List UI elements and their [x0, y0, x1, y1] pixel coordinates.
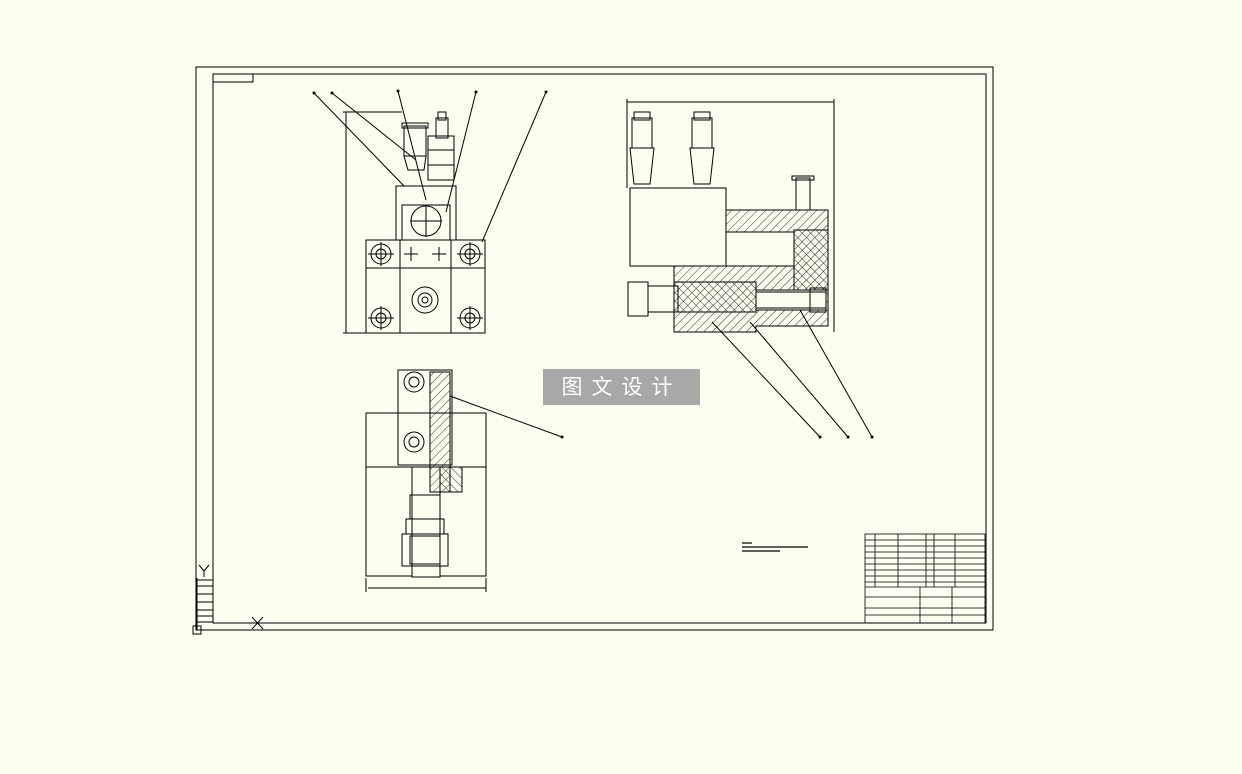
- sheet-inner-border: [212, 73, 987, 624]
- title-block: [864, 533, 986, 624]
- watermark-background: [543, 369, 700, 405]
- side-view: [365, 369, 564, 592]
- technical-notes: [742, 542, 808, 552]
- sheet-tag-box: [212, 73, 254, 83]
- sheet-outer-border: [195, 66, 994, 631]
- ucs-icon: [192, 564, 264, 635]
- front-view: [312, 89, 548, 334]
- watermark-text: 图文设计: [561, 375, 682, 399]
- section-view: [626, 99, 874, 439]
